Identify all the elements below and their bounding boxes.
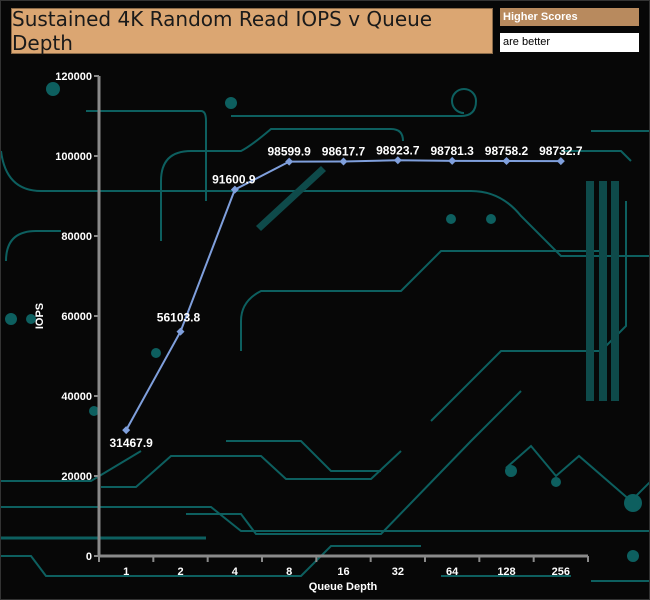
y-tick-label: 120000	[55, 71, 92, 83]
y-tick-label: 100000	[55, 151, 92, 163]
data-label: 91600.9	[212, 173, 256, 187]
data-point	[285, 157, 294, 166]
data-point	[176, 327, 185, 336]
x-tick-label: 128	[497, 566, 515, 578]
data-point	[393, 156, 402, 165]
y-axis-label: IOPS	[34, 303, 46, 329]
y-tick-label: 20000	[61, 471, 92, 483]
y-tick-label: 80000	[61, 231, 92, 243]
data-label: 98617.7	[322, 145, 366, 159]
x-tick-label: 1	[123, 566, 129, 578]
data-label: 98923.7	[376, 143, 420, 157]
data-point	[556, 157, 565, 166]
data-point	[448, 156, 457, 165]
x-tick-label: 4	[232, 566, 239, 578]
data-label: 98758.2	[485, 144, 529, 158]
data-point	[122, 426, 131, 435]
y-tick-label: 0	[86, 551, 92, 563]
x-tick-label: 64	[446, 566, 459, 578]
x-axis-label: Queue Depth	[309, 581, 378, 593]
data-point	[339, 157, 348, 166]
x-tick-label: 2	[177, 566, 183, 578]
y-tick-label: 60000	[61, 311, 92, 323]
data-label: 98732.7	[539, 144, 583, 158]
data-label: 56103.8	[157, 311, 201, 325]
data-label: 31467.9	[109, 436, 153, 450]
x-tick-label: 16	[337, 566, 349, 578]
data-point	[230, 185, 239, 194]
data-point	[502, 156, 511, 165]
y-tick-label: 40000	[61, 391, 92, 403]
series-line	[125, 159, 561, 431]
data-label: 98599.9	[267, 145, 311, 159]
x-tick-label: 256	[552, 566, 570, 578]
chart-title: Sustained 4K Random Read IOPS v Queue De…	[11, 7, 493, 55]
x-tick-label: 32	[392, 566, 404, 578]
x-tick-label: 8	[286, 566, 292, 578]
data-label: 98781.3	[430, 144, 474, 158]
legend-are-better: are better	[500, 33, 639, 52]
legend-higher-scores: Higher Scores	[500, 8, 639, 26]
